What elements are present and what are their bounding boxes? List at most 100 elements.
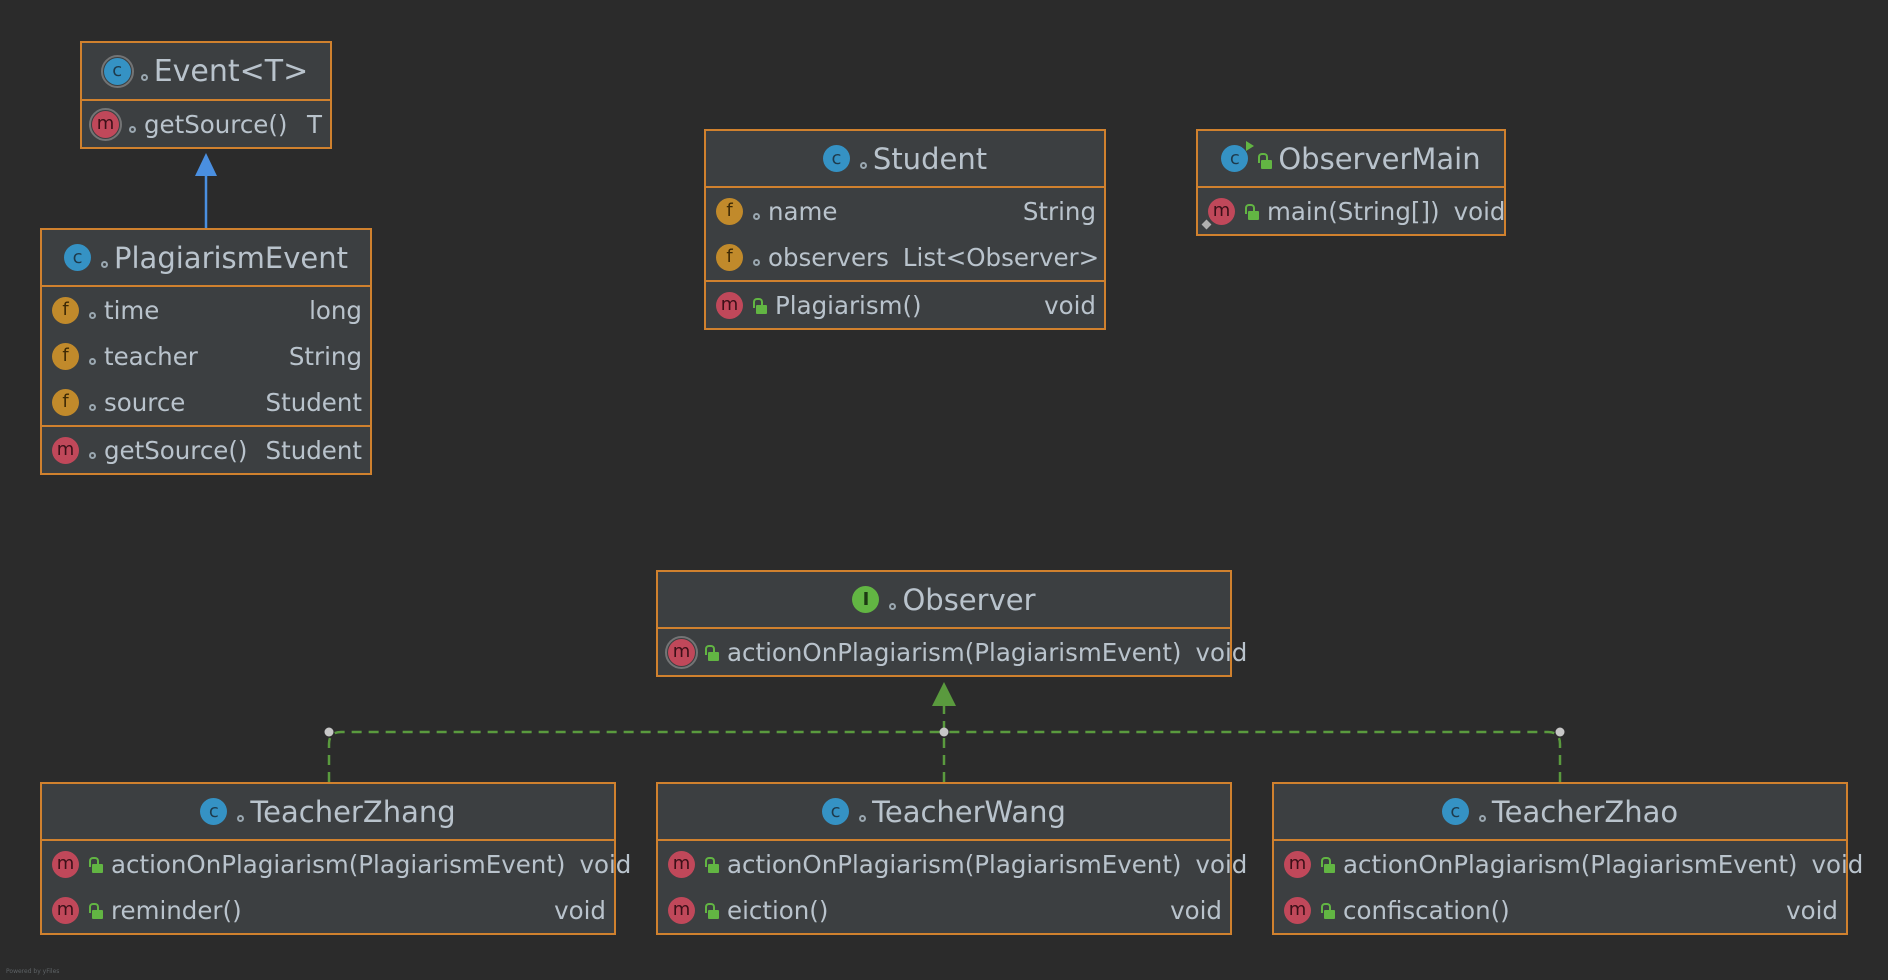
- package-private-icon: [859, 795, 867, 829]
- package-private-icon: [89, 388, 96, 417]
- package-private-icon: [753, 197, 760, 226]
- method-row[interactable]: m main(String[]) void: [1198, 188, 1505, 234]
- class-event[interactable]: c Event<T> m getSource() T: [80, 41, 332, 149]
- methods-section: m actionOnPlagiarism(PlagiarismEvent) vo…: [42, 841, 631, 933]
- field-row[interactable]: f time long: [42, 287, 370, 333]
- methods-section: m actionOnPlagiarism(PlagiarismEvent) vo…: [658, 841, 1247, 933]
- class-name: Observer: [902, 582, 1036, 617]
- method-row[interactable]: m Plagiarism() void: [706, 282, 1104, 328]
- class-icon: c: [200, 798, 228, 825]
- class-icon: c: [822, 798, 850, 825]
- edge-port-teacherzhang: [324, 727, 334, 737]
- method-name: actionOnPlagiarism(PlagiarismEvent): [727, 849, 1182, 879]
- abstract-method-icon: m: [665, 635, 698, 669]
- method-name: getSource(): [144, 109, 288, 139]
- class-student[interactable]: c Student f name String f observers List…: [704, 129, 1106, 330]
- method-row[interactable]: m getSource() Student: [42, 427, 370, 473]
- method-type: Student: [265, 435, 362, 465]
- method-row[interactable]: m actionOnPlagiarism(PlagiarismEvent) vo…: [658, 841, 1247, 887]
- method-name: reminder(): [111, 895, 242, 925]
- public-visibility-icon: [89, 850, 103, 879]
- field-type: List<Observer>: [902, 242, 1100, 272]
- method-row[interactable]: m confiscation() void: [1274, 887, 1846, 933]
- field-row[interactable]: f observers List<Observer>: [706, 234, 1104, 280]
- class-icon: c: [1441, 798, 1469, 825]
- class-name: PlagiarismEvent: [114, 240, 348, 275]
- method-row[interactable]: m getSource() T: [82, 101, 330, 147]
- implements-arrowhead: [932, 682, 956, 706]
- method-name: getSource(): [104, 435, 248, 465]
- method-icon: m: [716, 291, 743, 319]
- field-row[interactable]: f source Student: [42, 379, 370, 425]
- field-name: source: [104, 387, 186, 417]
- method-row[interactable]: m reminder() void: [42, 887, 614, 933]
- field-name: observers: [768, 242, 889, 272]
- method-type: void: [1170, 895, 1222, 925]
- method-icon: m: [52, 896, 79, 924]
- method-name: Plagiarism(): [775, 290, 922, 320]
- public-visibility-icon: [89, 896, 103, 925]
- field-icon: f: [716, 243, 743, 271]
- field-row[interactable]: f teacher String: [42, 333, 370, 379]
- field-name: name: [768, 196, 838, 226]
- class-header: c PlagiarismEvent: [42, 230, 370, 287]
- fields-section: f name String f observers List<Observer>: [706, 188, 1104, 282]
- method-row[interactable]: m eiction() void: [658, 887, 1230, 933]
- footer-credit: Powered by yFiles: [6, 968, 60, 975]
- class-observermain[interactable]: c ObserverMain m main(String[]) void: [1196, 129, 1506, 236]
- public-visibility-icon: [753, 291, 767, 320]
- method-name: eiction(): [727, 895, 829, 925]
- class-header: c Student: [706, 131, 1104, 188]
- method-row[interactable]: m actionOnPlagiarism(PlagiarismEvent) vo…: [42, 841, 631, 887]
- methods-section: m actionOnPlagiarism(PlagiarismEvent) vo…: [1274, 841, 1863, 933]
- package-private-icon: [753, 243, 760, 272]
- method-type: void: [1195, 637, 1248, 667]
- class-name: TeacherZhang: [250, 794, 456, 829]
- field-name: teacher: [104, 341, 198, 371]
- class-header: c Event<T>: [82, 43, 330, 101]
- field-icon: f: [716, 197, 743, 225]
- package-private-icon: [859, 142, 867, 176]
- methods-section: m main(String[]) void: [1198, 188, 1505, 234]
- interface-observer[interactable]: I Observer m actionOnPlagiarism(Plagiari…: [656, 570, 1247, 677]
- package-private-icon: [89, 436, 96, 465]
- method-icon: m: [668, 896, 695, 924]
- field-icon: f: [52, 342, 79, 370]
- class-teacherwang[interactable]: c TeacherWang m actionOnPlagiarism(Plagi…: [656, 782, 1247, 935]
- method-type: void: [1195, 849, 1248, 879]
- method-icon: m: [1284, 850, 1311, 878]
- method-name: main(String[]): [1267, 196, 1440, 226]
- field-icon: f: [52, 296, 79, 324]
- class-header: I Observer: [658, 572, 1230, 629]
- field-type: Student: [265, 387, 362, 417]
- method-type: T: [307, 109, 322, 139]
- class-plagiarismevent[interactable]: c PlagiarismEvent f time long f teacher …: [40, 228, 372, 475]
- public-visibility-icon: [1321, 850, 1335, 879]
- extends-arrowhead: [195, 153, 217, 176]
- method-row[interactable]: m actionOnPlagiarism(PlagiarismEvent) vo…: [1274, 841, 1863, 887]
- class-name: TeacherZhao: [1491, 794, 1679, 829]
- abstract-class-icon: c: [100, 54, 134, 88]
- static-method-icon: m: [1208, 197, 1235, 225]
- fields-section: f time long f teacher String f source St…: [42, 287, 370, 427]
- method-type: void: [554, 895, 606, 925]
- field-row[interactable]: f name String: [706, 188, 1104, 234]
- class-icon: c: [64, 244, 92, 271]
- edge-port-teacherwang: [939, 727, 949, 737]
- methods-section: m getSource() T: [82, 101, 330, 147]
- class-teacherzhang[interactable]: c TeacherZhang m actionOnPlagiarism(Plag…: [40, 782, 631, 935]
- method-icon: m: [668, 850, 695, 878]
- public-visibility-icon: [1321, 896, 1335, 925]
- class-header: c TeacherWang: [658, 784, 1230, 841]
- class-header: c TeacherZhao: [1274, 784, 1846, 841]
- package-private-icon: [129, 110, 136, 139]
- method-name: actionOnPlagiarism(PlagiarismEvent): [1343, 849, 1798, 879]
- class-icon: c: [822, 145, 850, 172]
- class-name: Student: [872, 141, 988, 176]
- method-row[interactable]: m actionOnPlagiarism(PlagiarismEvent) vo…: [658, 629, 1247, 675]
- class-header: c ObserverMain: [1198, 131, 1504, 188]
- class-teacherzhao[interactable]: c TeacherZhao m actionOnPlagiarism(Plagi…: [1272, 782, 1863, 935]
- method-name: actionOnPlagiarism(PlagiarismEvent): [111, 849, 566, 879]
- field-type: long: [309, 295, 362, 325]
